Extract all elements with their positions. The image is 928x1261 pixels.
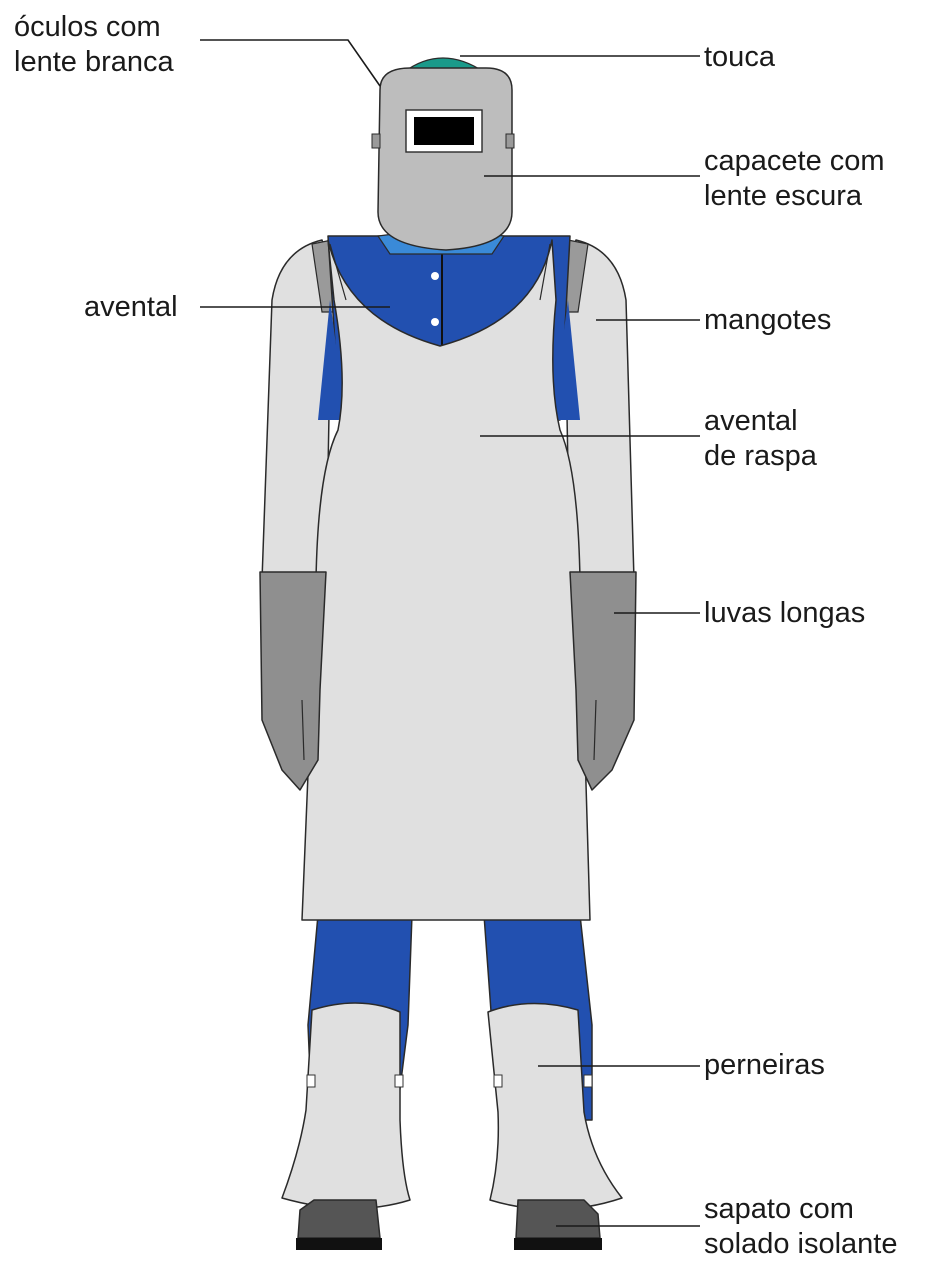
label-oculos-line-1: óculos com (14, 10, 174, 45)
label-mangotes-line-1: mangotes (704, 303, 831, 338)
label-sapato: sapato com solado isolante (704, 1192, 897, 1261)
label-sapato-line-1: sapato com (704, 1192, 897, 1227)
leggings (282, 1003, 622, 1210)
label-avental: avental (84, 290, 178, 325)
label-perneiras-line-1: perneiras (704, 1048, 825, 1083)
label-avental-raspa: avental de raspa (704, 404, 817, 474)
label-capacete-line-1: capacete com (704, 144, 885, 179)
label-oculos: óculos com lente branca (14, 10, 174, 80)
label-capacete: capacete com lente escura (704, 144, 885, 214)
label-luvas: luvas longas (704, 596, 865, 631)
label-avental-raspa-line-1: avental (704, 404, 817, 439)
label-capacete-line-2: lente escura (704, 179, 885, 214)
label-touca: touca (704, 40, 775, 75)
label-touca-line-1: touca (704, 40, 775, 75)
leader-oculos (200, 40, 380, 86)
label-avental-raspa-line-2: de raspa (704, 439, 817, 474)
label-avental-line-1: avental (84, 290, 178, 325)
label-sapato-line-2: solado isolante (704, 1227, 897, 1261)
label-oculos-line-2: lente branca (14, 45, 174, 80)
label-perneiras: perneiras (704, 1048, 825, 1083)
shoes (296, 1200, 602, 1250)
helmet (372, 58, 514, 250)
label-luvas-line-1: luvas longas (704, 596, 865, 631)
label-mangotes: mangotes (704, 303, 831, 338)
